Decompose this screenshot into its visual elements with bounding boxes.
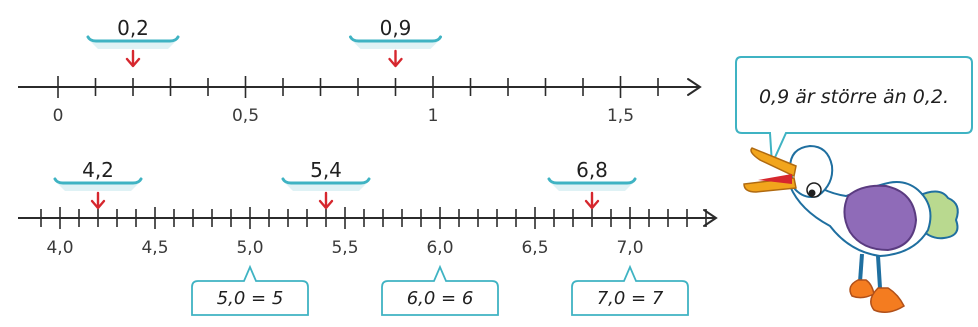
line-4-to-7: 4,0 4,5 5,0 5,5 6,0 6,5 7,0 4,2 5,4 6,8 5,0 = 5 6,0… [18, 158, 718, 316]
tick-label: 0,5 [232, 106, 259, 126]
bird-mouth [758, 174, 792, 184]
equality-callout [191, 264, 309, 316]
tick-label: 7,0 [616, 238, 643, 258]
marker-tray-edge [547, 177, 637, 185]
marker-value: 4,2 [82, 158, 114, 182]
equality-text: 6,0 = 6 [407, 288, 474, 309]
marker-value: 6,8 [576, 158, 608, 182]
marker-tray [57, 183, 139, 191]
tick-label: 5,5 [331, 238, 358, 258]
red-arrow-head [388, 57, 403, 68]
line-0-to-1-5: 0 0,5 1 1,5 0,2 0,9 [18, 16, 702, 126]
speech-bubble: 0,9 är större än 0,2. [735, 56, 973, 165]
tick-label: 5,0 [236, 238, 263, 258]
equality-callout [571, 264, 689, 316]
bird-pupil [808, 189, 816, 197]
tick-label: 4,5 [141, 238, 168, 258]
red-arrow-head [90, 199, 106, 210]
tick-label: 1,5 [607, 106, 634, 126]
tick-label: 4,0 [46, 238, 73, 258]
number-lines: 0 0,5 1 1,5 0,2 0,9 4,0 4,5 5,0 5,5 6,0 6,5 7,0 4,2 5,… [18, 16, 718, 316]
marker-value: 0,2 [117, 16, 149, 40]
bird-leg [858, 253, 864, 283]
marker-tray-edge [53, 177, 143, 185]
equality-text: 7,0 = 7 [597, 288, 664, 309]
bird-foot [849, 279, 875, 299]
red-arrow-head [584, 199, 600, 210]
red-arrow-head [318, 199, 334, 210]
tick-label: 1 [428, 106, 439, 126]
tick-label: 6,0 [426, 238, 453, 258]
red-arrow-head [125, 57, 141, 68]
tick-label: 0 [53, 106, 64, 126]
marker-tray [285, 183, 367, 191]
marker-tray [551, 183, 633, 191]
equality-callout [381, 264, 499, 316]
bird-wing [843, 184, 918, 252]
marker-value: 5,4 [310, 158, 342, 182]
bird-beak-upper [750, 147, 797, 178]
marker-tray-edge [349, 35, 442, 43]
marker-tray-edge [281, 177, 371, 185]
speech-bubble-shape [735, 56, 973, 165]
marker-value: 0,9 [380, 16, 412, 40]
equality-text: 5,0 = 5 [217, 288, 284, 309]
tick-label: 6,5 [521, 238, 548, 258]
speech-bubble-text: 0,9 är större än 0,2. [759, 86, 949, 108]
bird-head [788, 144, 834, 198]
axis-arrowhead [687, 78, 702, 96]
marker-tray-edge [86, 35, 180, 43]
marker-tray [90, 41, 176, 49]
bird-leg [876, 255, 882, 289]
bird-foot [870, 287, 905, 313]
bird-mascot-icon [743, 144, 959, 313]
axis-arrowhead [703, 209, 718, 227]
marker-tray [352, 41, 439, 49]
